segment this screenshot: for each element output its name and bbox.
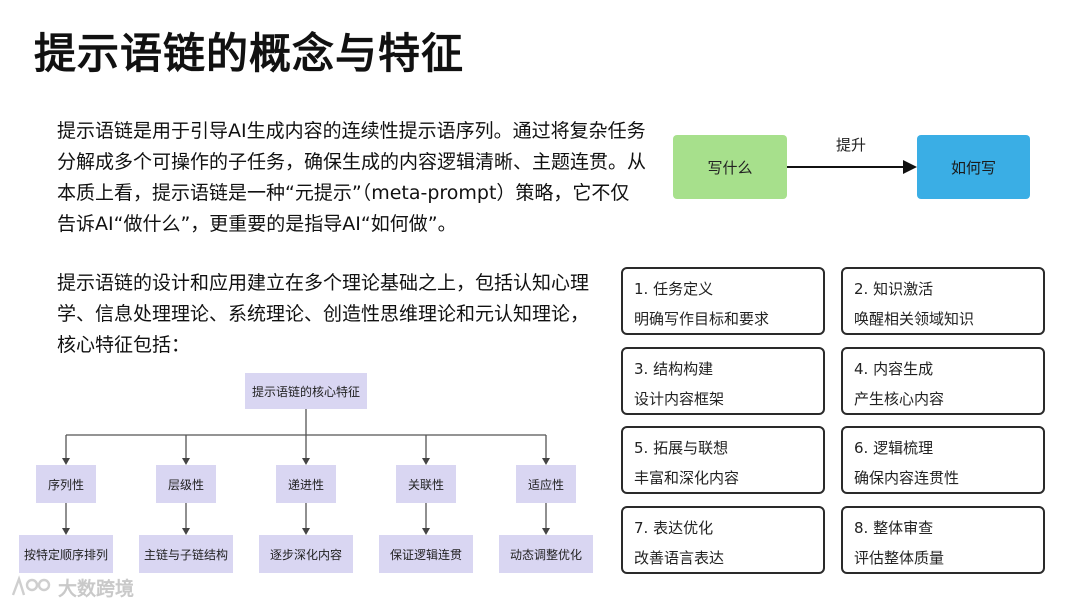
tree-detail-progressive: 逐步深化内容	[259, 535, 353, 573]
theory-paragraph: 提示语链的设计和应用建立在多个理论基础之上，包括认知心理学、信息处理理论、系统理…	[57, 272, 590, 356]
tree-feature-adaptive: 适应性	[516, 465, 576, 503]
step-card-desc: 唤醒相关领域知识	[854, 310, 975, 328]
step-card-3: 3. 结构构建 设计内容框架	[621, 347, 825, 415]
step-card-desc: 产生核心内容	[854, 390, 945, 408]
flow-arrow-icon	[787, 160, 917, 174]
watermark-logo-icon	[11, 574, 51, 595]
flow-node-what: 写什么	[673, 135, 787, 199]
tree-root: 提示语链的核心特征	[245, 373, 367, 409]
step-card-8: 8. 整体审查 评估整体质量	[841, 506, 1045, 574]
step-card-desc: 丰富和深化内容	[634, 469, 740, 487]
step-card-4: 4. 内容生成 产生核心内容	[841, 347, 1045, 415]
page-title: 提示语链的概念与特征	[34, 29, 465, 78]
step-card-7: 7. 表达优化 改善语言表达	[621, 506, 825, 574]
intro-paragraph: 提示语链是用于引导AI生成内容的连续性提示语序列。通过将复杂任务分解成多个可操作…	[57, 120, 647, 235]
step-card-title: 6. 逻辑梳理	[854, 439, 934, 457]
step-card-desc: 确保内容连贯性	[854, 469, 960, 487]
tree-feature-relational: 关联性	[396, 465, 456, 503]
flow-edge-label: 提升	[836, 136, 867, 154]
tree-detail-relational: 保证逻辑连贯	[379, 535, 473, 573]
step-card-title: 1. 任务定义	[634, 280, 714, 298]
tree-feature-progressive: 递进性	[276, 465, 336, 503]
step-card-2: 2. 知识激活 唤醒相关领域知识	[841, 267, 1045, 335]
tree-detail-adaptive: 动态调整优化	[499, 535, 593, 573]
step-card-title: 2. 知识激活	[854, 280, 934, 298]
step-card-6: 6. 逻辑梳理 确保内容连贯性	[841, 426, 1045, 494]
step-card-title: 7. 表达优化	[634, 519, 714, 537]
tree-feature-hierarchical: 层级性	[156, 465, 216, 503]
step-card-title: 3. 结构构建	[634, 360, 714, 378]
tree-detail-hierarchical: 主链与子链结构	[139, 535, 233, 573]
step-card-title: 8. 整体审查	[854, 519, 934, 537]
step-card-title: 5. 拓展与联想	[634, 439, 729, 457]
tree-detail-sequential: 按特定顺序排列	[19, 535, 113, 573]
step-card-title: 4. 内容生成	[854, 360, 934, 378]
watermark-text: 大数跨境	[58, 578, 135, 600]
step-card-1: 1. 任务定义 明确写作目标和要求	[621, 267, 825, 335]
step-card-desc: 设计内容框架	[634, 390, 725, 408]
flow-node-how: 如何写	[917, 135, 1030, 199]
tree-feature-sequential: 序列性	[36, 465, 96, 503]
step-card-desc: 评估整体质量	[854, 549, 945, 567]
step-card-desc: 改善语言表达	[634, 549, 725, 567]
step-card-5: 5. 拓展与联想 丰富和深化内容	[621, 426, 825, 494]
watermark: 大数跨境	[10, 574, 134, 601]
step-card-desc: 明确写作目标和要求	[634, 310, 770, 328]
